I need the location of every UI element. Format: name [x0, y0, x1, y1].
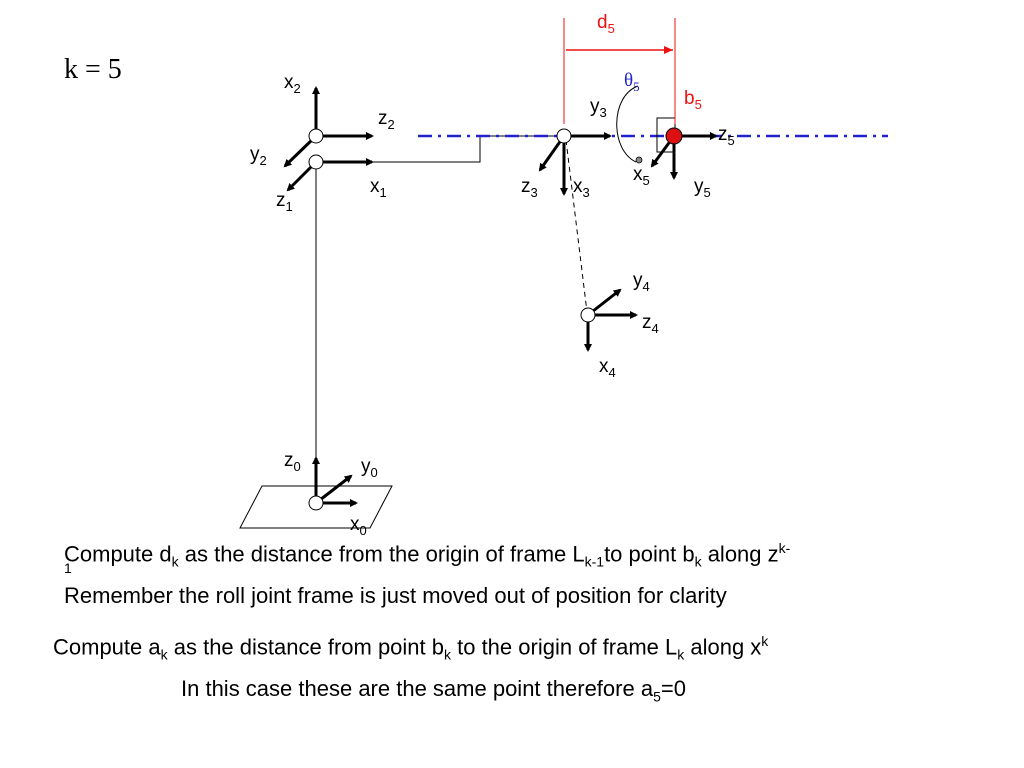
- label-y0: y0: [361, 456, 378, 480]
- label-z1: z1: [276, 190, 293, 214]
- label-z0: z0: [284, 450, 301, 474]
- caption-same-point: In this case these are the same point th…: [181, 676, 686, 705]
- label-y3: y3: [590, 96, 607, 120]
- label-y5: y5: [694, 176, 711, 200]
- frame-2: [283, 86, 374, 168]
- frame-5: [650, 132, 718, 180]
- label-z2: z2: [378, 108, 395, 132]
- label-theta5: θ5: [624, 70, 640, 94]
- horizontal-link: [316, 135, 562, 163]
- label-y2: y2: [250, 144, 267, 168]
- point-b5: [665, 127, 683, 145]
- frame-4: [580, 288, 638, 352]
- frame-1: [286, 154, 374, 192]
- label-z3: z3: [521, 176, 538, 200]
- label-y4: y4: [633, 270, 650, 294]
- label-d5: d5: [597, 12, 615, 36]
- label-x0: x0: [350, 514, 367, 538]
- label-x2: x2: [284, 72, 301, 96]
- theta-arc: [616, 85, 639, 163]
- label-x1: x1: [370, 176, 387, 200]
- label-z5: z5: [718, 124, 735, 148]
- label-x5: x5: [633, 164, 650, 188]
- label-x4: x4: [599, 356, 616, 380]
- caption-compute-d-wrap: 1: [64, 560, 72, 576]
- frame-0: [308, 456, 358, 511]
- dashed-link: [565, 139, 588, 313]
- caption-compute-d: Compute dk as the distance from the orig…: [64, 540, 791, 570]
- theta-arc-head: [635, 156, 643, 164]
- caption-compute-a: Compute ak as the distance from point bk…: [53, 633, 769, 663]
- label-x3: x3: [573, 176, 590, 200]
- base-plate: [239, 485, 393, 529]
- caption-roll-joint-note: Remember the roll joint frame is just mo…: [64, 583, 727, 608]
- label-b5: b5: [684, 88, 702, 112]
- frame-3: [538, 128, 612, 196]
- label-z4: z4: [642, 312, 659, 336]
- k-label: k = 5: [64, 54, 122, 85]
